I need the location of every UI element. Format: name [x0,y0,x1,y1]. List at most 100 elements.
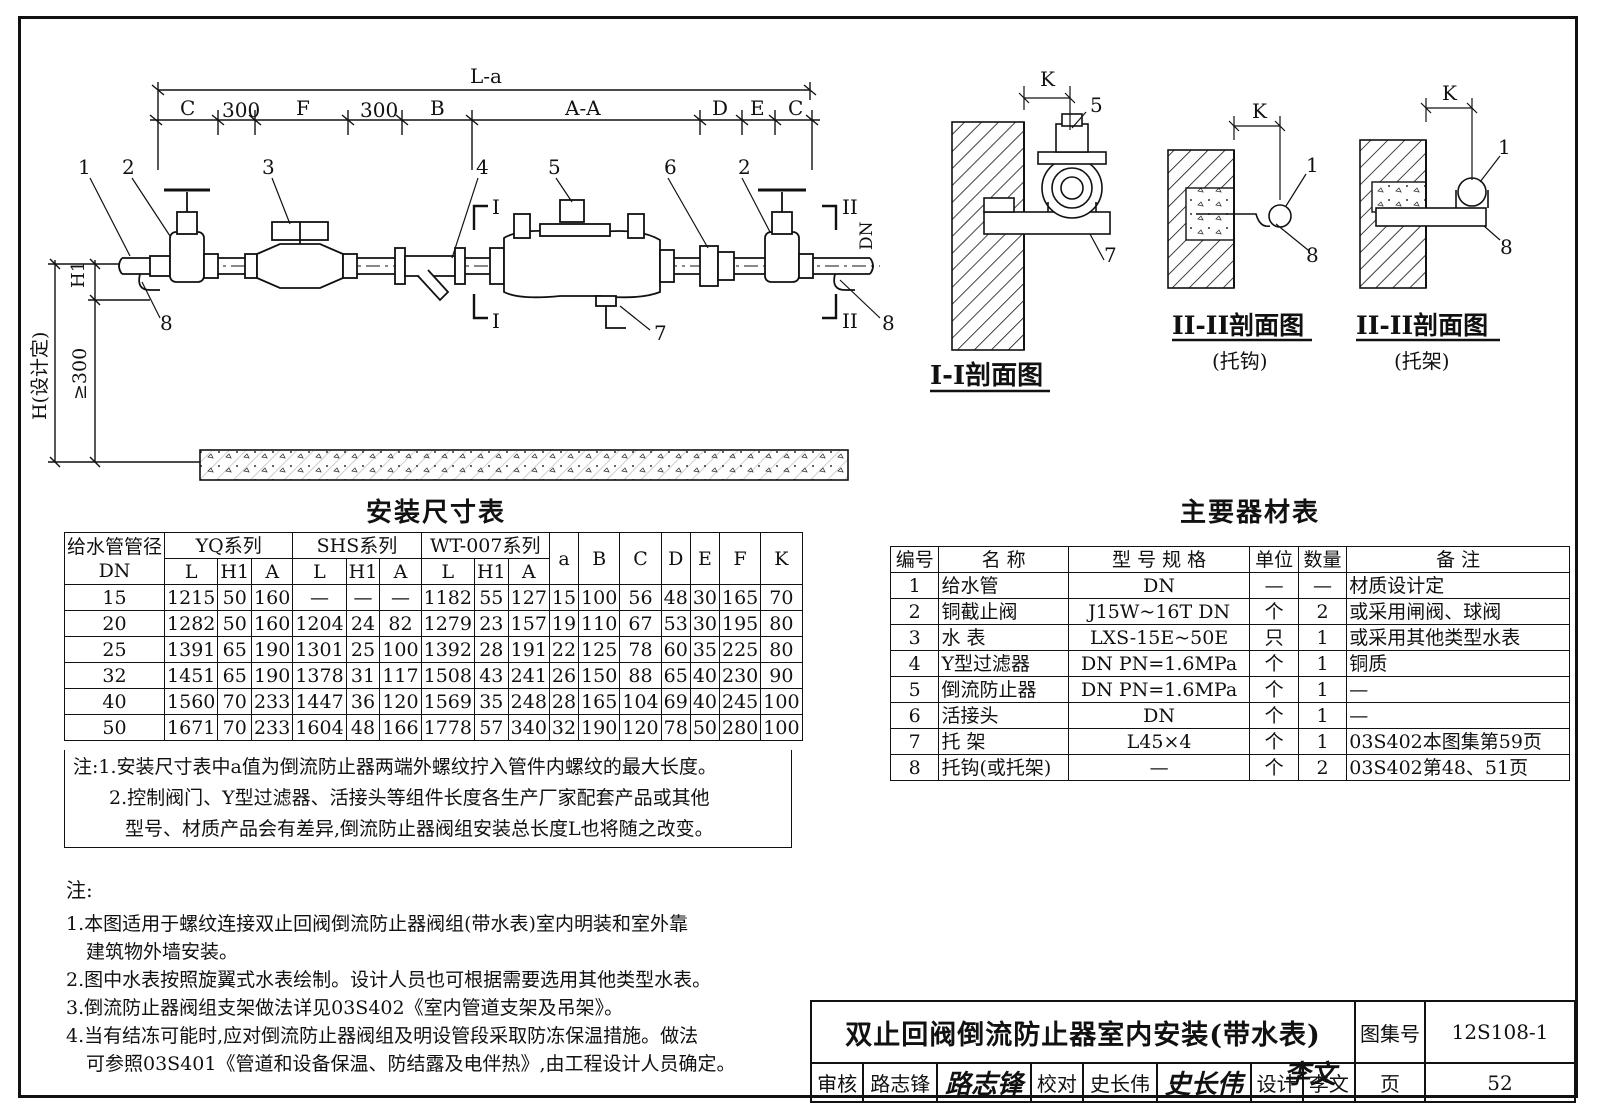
dim-C-left: C [180,96,195,120]
install-cell: 165 [718,584,762,611]
marker-7: 7 [654,321,667,345]
section-I-I: K 5 7 I-I剖面图 [930,67,1117,393]
install-cell: 70 [217,688,253,715]
section-I-marker-7: 7 [1104,243,1117,267]
section-II-bracket-subtitle: (托架) [1394,349,1450,373]
install-cell: 1671 [164,714,219,741]
material-table-title: 主要器材表 [1180,498,1321,528]
material-cell: 5 [889,676,940,703]
install-cell: 35 [689,636,721,663]
install-cell: 23 [473,610,509,637]
section-II-hook-title: II-II剖面图 [1172,311,1304,340]
install-header-E: E [689,532,721,585]
material-cell: 1 [1297,702,1348,729]
install-cell: 190 [251,662,294,689]
install-cell: 80 [760,610,803,637]
cut-mark-I-bottom: I [492,309,500,333]
material-cell: — [1067,754,1251,781]
section-II-bracket-marker-8: 8 [1500,235,1513,259]
dim-D: D [712,96,728,120]
install-cell: 36 [345,688,381,715]
material-cell: 1 [1297,650,1348,677]
install-cell: 150 [578,662,621,689]
marker-8-left: 8 [160,311,173,335]
material-cell: 铜质 [1346,650,1570,677]
install-note-3: 型号、材质产品会有差异,倒流防止器阀组安装总长度L也将随之改变。 [125,818,714,840]
title-block-review-label: 审核 [809,1062,865,1103]
material-cell: 托 架 [938,728,1069,755]
install-cell: 1778 [420,714,475,741]
install-header-B: B [578,532,621,585]
install-cell: 25 [63,636,166,663]
title-block-reviewer-signature: 路志锋 [936,1062,1032,1103]
install-cell: 110 [578,610,621,637]
install-cell: 1604 [292,714,347,741]
install-header-dn-line1: 给水管管径 [67,535,163,558]
material-cell: 材质设计定 [1346,572,1570,599]
section-I-K: K [1040,67,1056,91]
material-cell: 个 [1249,676,1299,703]
material-cell: 个 [1249,754,1299,781]
title-block-page-no: 52 [1424,1062,1576,1103]
material-cell: DN PN=1.6MPa [1067,676,1251,703]
install-header-F: F [718,532,762,585]
material-header-3: 单位 [1249,546,1299,573]
install-cell: 28 [473,636,509,663]
dim-H-design: H(设计定) [29,332,51,420]
install-cell: 225 [718,636,762,663]
install-cell: 40 [689,662,721,689]
dim-F: F [296,96,310,120]
install-cell: 50 [63,714,166,741]
install-cell: 80 [760,636,803,663]
install-cell: 1301 [292,636,347,663]
install-group-yq: YQ系列 [164,532,294,559]
install-cell: 30 [689,584,721,611]
install-header-a: a [548,532,580,585]
material-cell: 活接头 [938,702,1069,729]
material-cell: 给水管 [938,572,1069,599]
material-cell: Y型过滤器 [938,650,1069,677]
leader-lines [89,177,881,331]
install-subheader-4: H1 [345,558,381,585]
install-cell: 50 [217,610,253,637]
install-cell: 30 [689,610,721,637]
install-cell: 195 [718,610,762,637]
install-cell: 88 [619,662,662,689]
install-cell: 40 [689,688,721,715]
install-note-1: 注:1.安装尺寸表中a值为倒流防止器两端外螺纹拧入管件内螺纹的最大长度。 [73,756,717,778]
material-cell: 倒流防止器 [938,676,1069,703]
install-subheader-6: L [420,558,475,585]
material-header-0: 编号 [889,546,940,573]
install-cell: 125 [578,636,621,663]
install-cell: 1215 [164,584,219,611]
dim-300-left: 300 [222,98,260,122]
pipe-assembly [118,188,880,329]
install-cell: 100 [760,714,803,741]
install-cell: 104 [619,688,662,715]
install-cell: 166 [379,714,422,741]
install-header-C: C [619,532,662,585]
install-cell: 15 [548,584,580,611]
marker-8-right: 8 [882,311,895,335]
material-cell: 1 [1297,676,1348,703]
install-cell: 157 [507,610,550,637]
material-cell: 或采用其他类型水表 [1346,624,1570,651]
install-cell: 65 [217,636,253,663]
material-cell: 2 [1297,598,1348,625]
title-block-atlas-no: 12S108-1 [1424,1000,1576,1064]
install-cell: 31 [345,662,381,689]
section-II-bracket-title: II-II剖面图 [1356,311,1488,340]
install-cell: 230 [718,662,762,689]
install-subheader-2: A [251,558,294,585]
install-cell: 100 [379,636,422,663]
material-cell: LXS-15E~50E [1067,624,1251,651]
title-block-design-label: 设计 [1249,1062,1304,1103]
material-cell: 个 [1249,702,1299,729]
material-cell: 2 [889,598,940,625]
material-header-4: 数量 [1297,546,1348,573]
title-block-checker-signature: 史长伟 [1155,1062,1252,1103]
install-cell: 78 [619,636,662,663]
